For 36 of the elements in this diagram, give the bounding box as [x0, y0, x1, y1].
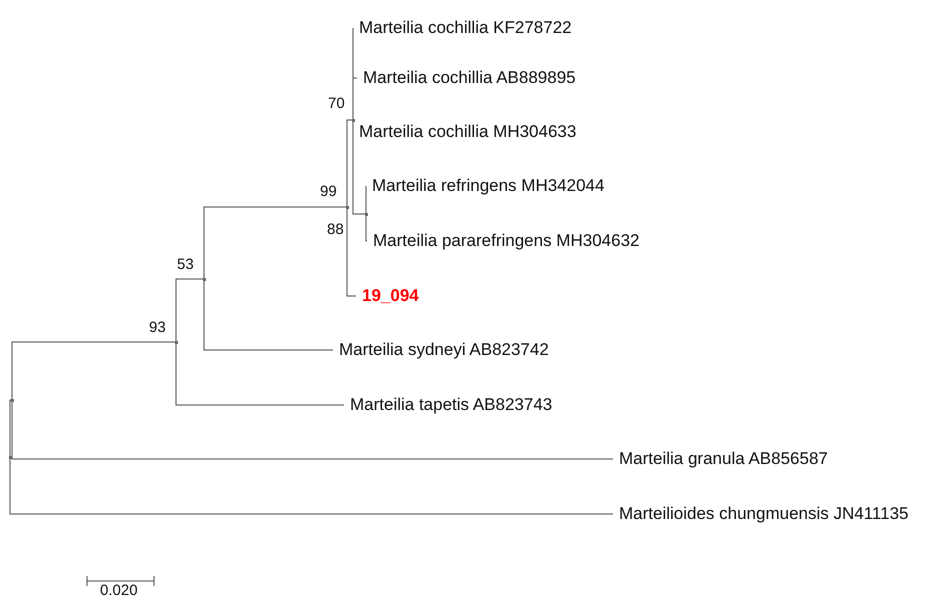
tree-branch — [204, 278, 334, 350]
tree-branch — [352, 120, 366, 214]
taxon-label: Marteilia cochillia MH304633 — [353, 121, 576, 143]
taxon-label: Marteilia granula AB856587 — [613, 448, 828, 470]
taxon-label: Marteilia pararefringens MH304632 — [367, 230, 640, 252]
branch-point — [352, 119, 355, 122]
tree-branch — [366, 214, 368, 242]
bootstrap-value: 99 — [320, 183, 337, 201]
tree-branch — [352, 78, 358, 120]
tree-branch — [176, 278, 204, 342]
tree-branch — [346, 120, 354, 208]
taxon-label: Marteilia sydneyi AB823742 — [333, 339, 549, 361]
tree-branch — [10, 456, 614, 514]
bootstrap-value: 53 — [177, 256, 194, 274]
branch-point — [9, 456, 12, 459]
taxon-label: Marteilioides chungmuensis JN411135 — [613, 503, 908, 525]
tree-branch — [204, 206, 348, 280]
tree-branch — [10, 400, 12, 458]
tree-branch — [346, 206, 356, 296]
bootstrap-value: 88 — [327, 221, 344, 239]
taxon-label: Marteilia cochillia AB889895 — [357, 67, 576, 89]
bootstrap-value: 70 — [328, 95, 345, 113]
taxon-label: Marteilia cochillia KF278722 — [353, 17, 572, 39]
branch-point — [346, 206, 349, 209]
taxon-label: 19_094 — [356, 285, 419, 307]
tree-branch — [12, 400, 614, 460]
taxon-label: Marteilia refringens MH342044 — [366, 175, 604, 197]
scale-value: 0.020 — [100, 583, 138, 599]
bootstrap-value: 93 — [149, 319, 166, 337]
branch-point — [11, 399, 14, 402]
branch-point — [175, 341, 178, 344]
tree-branch — [176, 342, 344, 406]
branch-point — [203, 278, 206, 281]
taxon-label: Marteilia tapetis AB823743 — [344, 394, 552, 416]
tree-branch — [12, 342, 176, 400]
branch-point — [365, 213, 368, 216]
